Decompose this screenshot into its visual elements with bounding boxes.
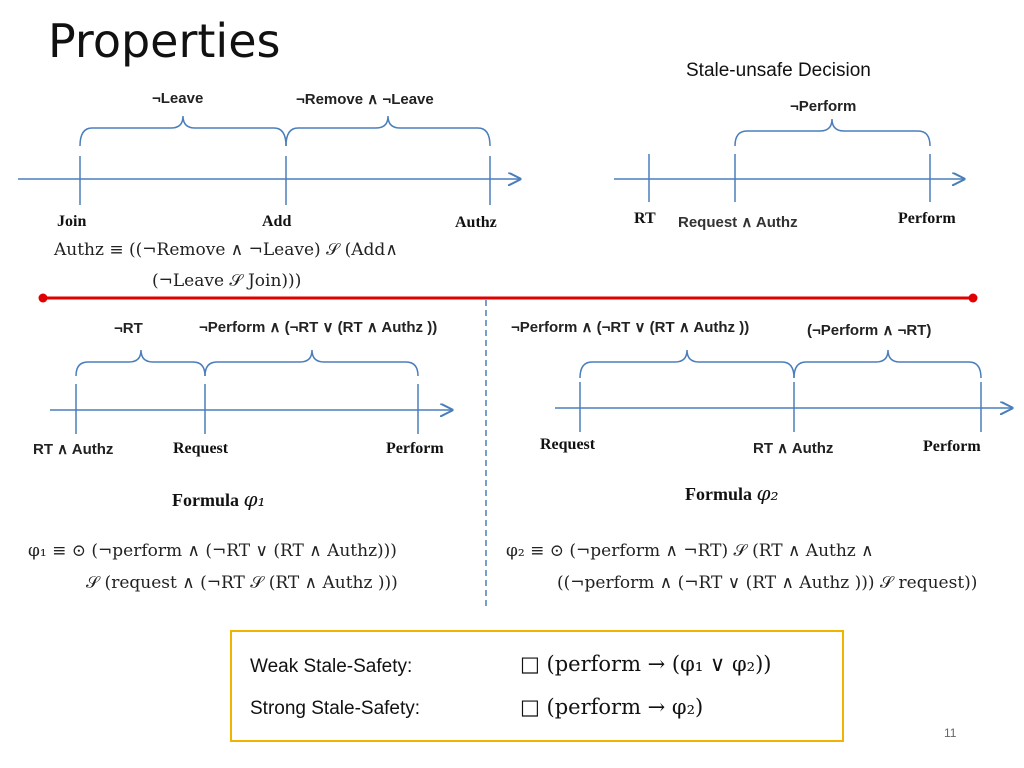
brace-bottom-left-2 [204, 349, 419, 377]
formula-phi1-caption: Formula φ₁ [172, 487, 266, 511]
tick-label-rt: RT [634, 210, 656, 227]
tick-label-request: Request [173, 440, 229, 457]
brace-label-not-rt: ¬RT [114, 320, 143, 337]
brace-bottom-right-1 [579, 349, 795, 379]
tick-label-authz: Authz [455, 214, 497, 231]
brace-label-not-perform-clause: ¬Perform ∧ (¬RT ∨ (RT ∧ Authz )) [199, 319, 438, 336]
brace-label-not-perform: ¬Perform [790, 98, 857, 115]
weak-stale-safety-formula: □ (perform → (φ₁ ∨ φ₂)) [520, 652, 772, 676]
phi2-symbol: φ₂ [756, 481, 779, 505]
tick-label-rt-authz: RT ∧ Authz [753, 440, 834, 457]
formula-caption-text: Formula [685, 484, 752, 504]
tick-label-rt-authz: RT ∧ Authz [33, 441, 114, 458]
weak-stale-safety-label: Weak Stale-Safety: [250, 656, 413, 677]
tick-label-perform: Perform [898, 210, 956, 227]
stale-safety-box: Weak Stale-Safety: □ (perform → (φ₁ ∨ φ₂… [230, 630, 844, 742]
brace-top-right [734, 118, 931, 147]
brace-top-left-2 [285, 115, 491, 147]
brace-label-not-perform-clause: ¬Perform ∧ (¬RT ∨ (RT ∧ Authz )) [511, 319, 750, 336]
formula-caption-text: Formula [172, 490, 239, 510]
phi1-formula-line2: 𝒮 (request ∧ (¬RT 𝒮 (RT ∧ Authz ))) [86, 573, 398, 593]
brace-label-not-remove-not-leave: ¬Remove ∧ ¬Leave [296, 91, 434, 108]
phi2-formula-line1: φ₂ ≡ ⊙ (¬perform ∧ ¬RT) 𝒮 (RT ∧ Authz ∧ [506, 541, 874, 561]
tick-label-perform: Perform [923, 438, 981, 455]
brace-top-left-1 [79, 115, 287, 147]
tick-label-add: Add [262, 213, 292, 230]
strong-stale-safety-formula: □ (perform → φ₂) [520, 695, 704, 719]
tick-label-request: Request [540, 436, 596, 453]
tick-label-join: Join [57, 213, 87, 230]
phi1-symbol: φ₁ [243, 487, 266, 511]
tick-label-perform: Perform [386, 440, 444, 457]
tick-label-request-authz: Request ∧ Authz [678, 214, 798, 231]
brace-label-not-perform-not-rt: (¬Perform ∧ ¬RT) [807, 322, 932, 339]
brace-label-not-leave: ¬Leave [152, 90, 204, 107]
page-number: 11 [944, 726, 957, 740]
red-divider-left-dot [38, 293, 48, 303]
stale-unsafe-heading: Stale-unsafe Decision [686, 60, 871, 81]
brace-bottom-right-2 [793, 349, 982, 379]
phi2-formula-line2: ((¬perform ∧ (¬RT ∨ (RT ∧ Authz ))) 𝒮 re… [557, 573, 978, 593]
authz-formula-line2: (¬Leave 𝒮 Join))) [152, 271, 302, 291]
authz-formula-line1: Authz ≡ ((¬Remove ∧ ¬Leave) 𝒮 (Add∧ [54, 240, 398, 260]
brace-bottom-left-1 [75, 349, 206, 377]
strong-stale-safety-label: Strong Stale-Safety: [250, 698, 421, 719]
red-divider-right-dot [968, 293, 978, 303]
formula-phi2-caption: Formula φ₂ [685, 481, 779, 505]
slide-title: Properties [48, 14, 281, 68]
phi1-formula-line1: φ₁ ≡ ⊙ (¬perform ∧ (¬RT ∨ (RT ∧ Authz))) [28, 541, 397, 561]
